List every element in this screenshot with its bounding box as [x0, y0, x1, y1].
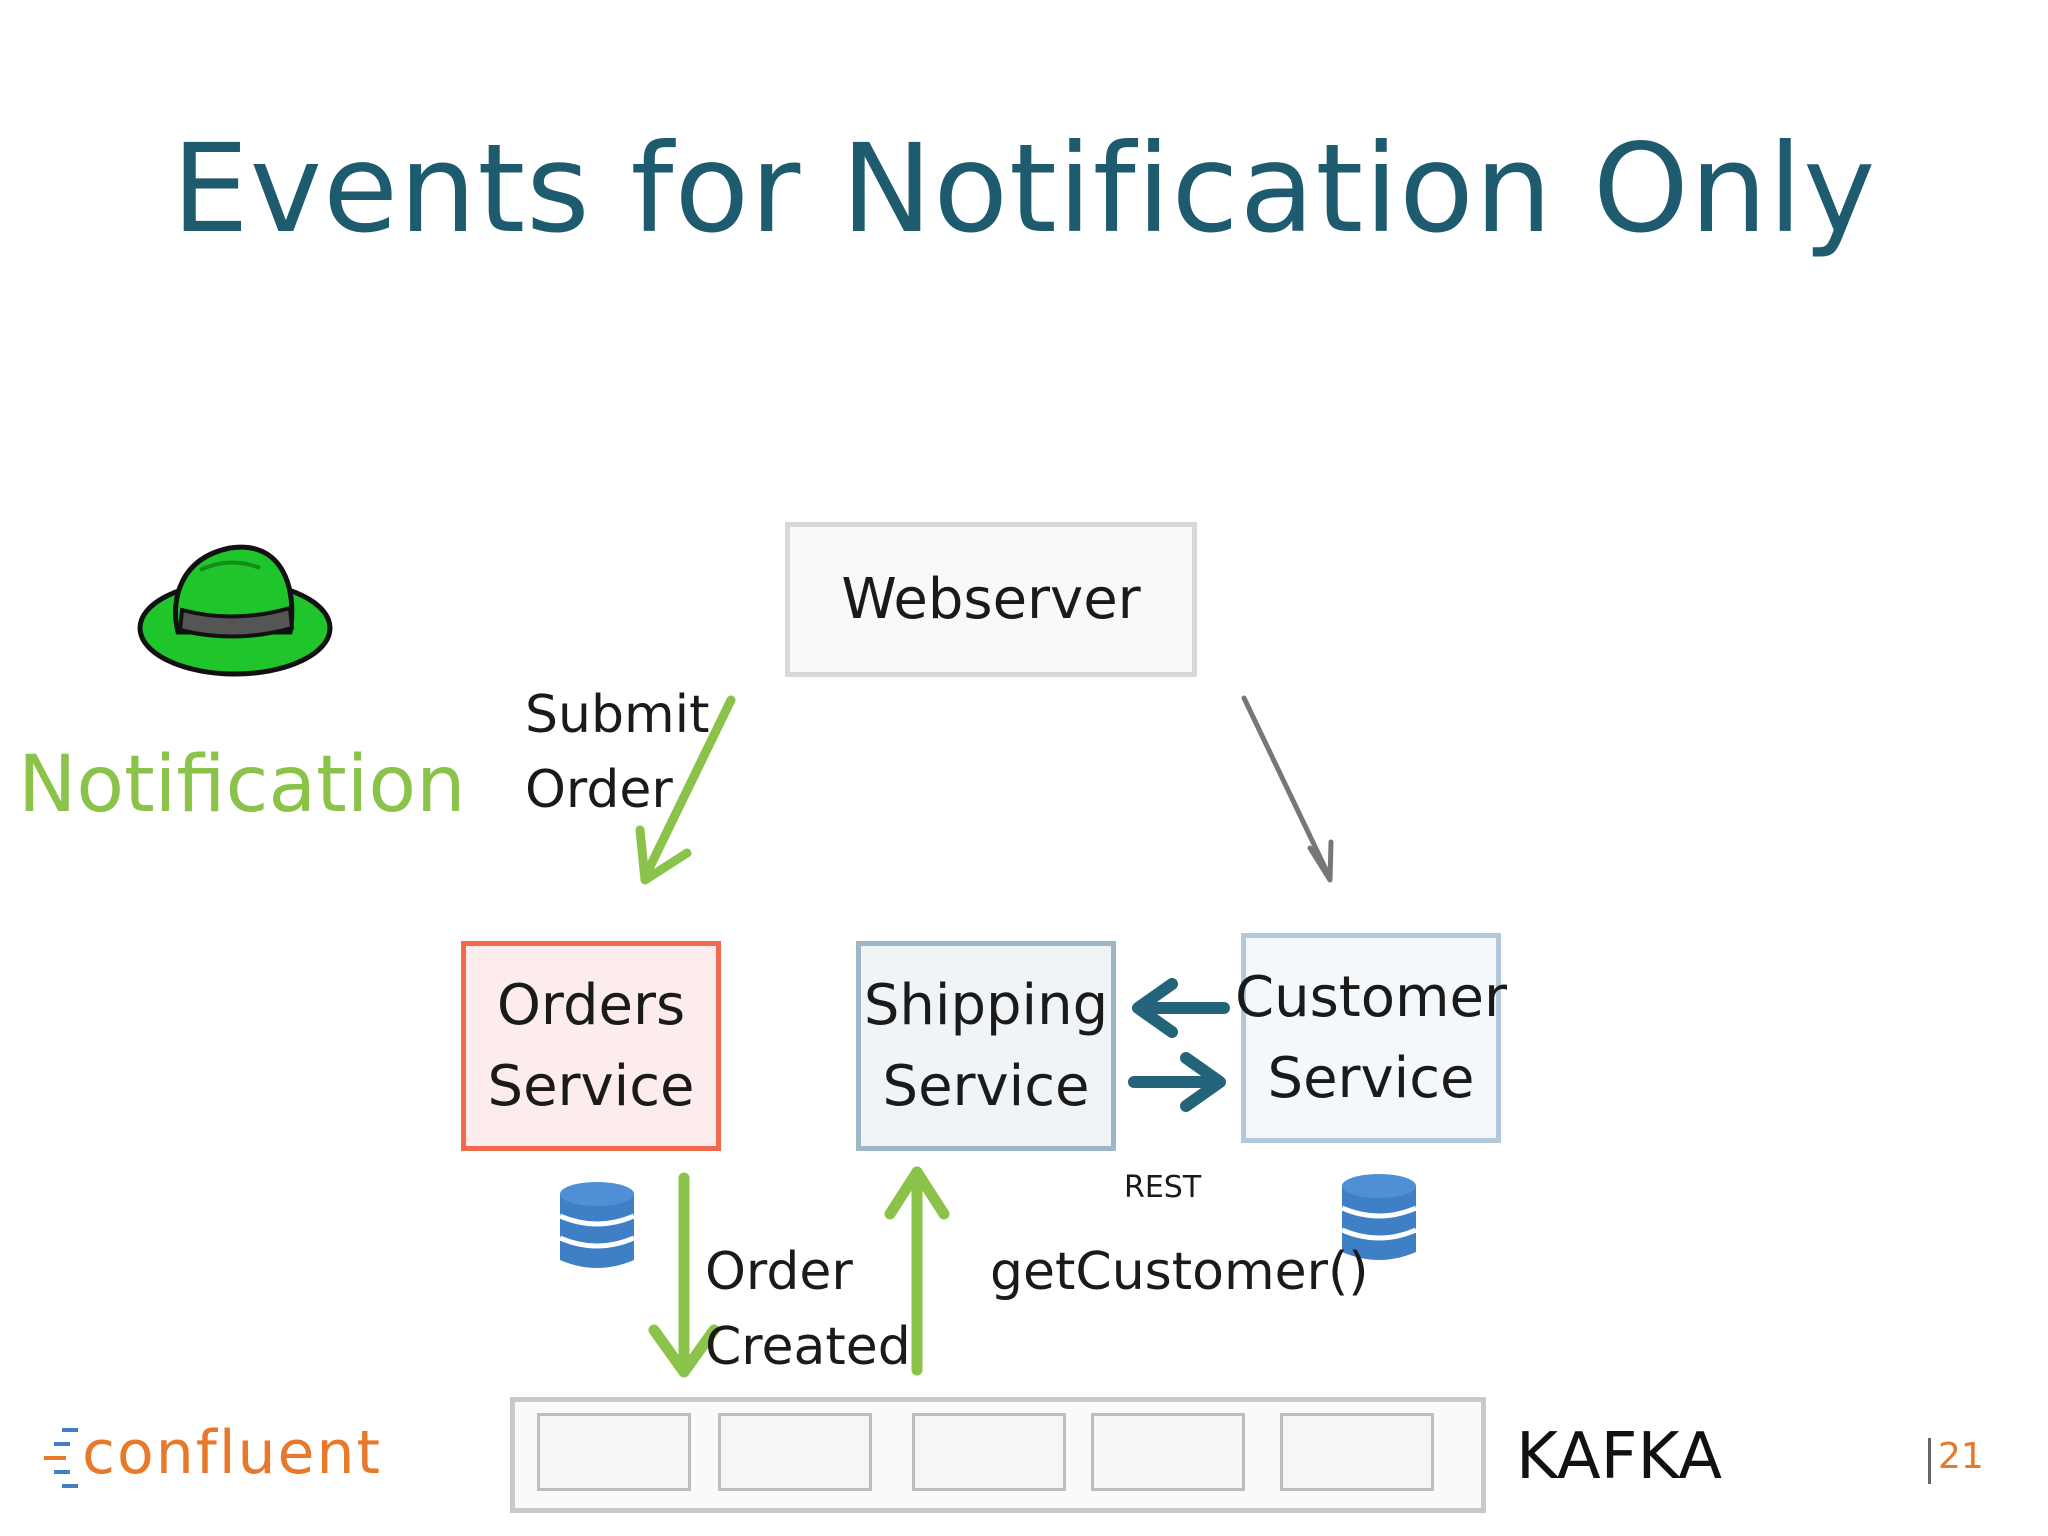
customer-service-label-line2: Service [1267, 1046, 1475, 1111]
shipping-service-label-line2: Service [882, 1054, 1090, 1119]
webserver-label: Webserver [841, 566, 1141, 632]
orders-service-box: Orders Service [461, 941, 721, 1151]
orders-database-icon [559, 1182, 635, 1268]
webserver-to-customer-arrow [1241, 695, 1334, 883]
customer-service-box: Customer Service [1235, 933, 1507, 1143]
orders-service-label-line2: Service [487, 1054, 695, 1119]
rest-request-arrow [1132, 978, 1230, 1038]
customer-service-label-line1: Customer [1235, 964, 1508, 1030]
green-fedora-icon [137, 544, 333, 677]
order-created-label: Order Created [705, 1235, 911, 1386]
page-number: 21 [1938, 1436, 1984, 1477]
orders-service-label-line1: Orders [496, 972, 686, 1038]
shipping-service-label-line1: Shipping [863, 972, 1109, 1038]
rest-response-arrow [1128, 1052, 1226, 1112]
kafka-partition [1280, 1413, 1434, 1491]
submit-order-label-line1: Submit [525, 685, 710, 745]
rest-label: REST [1124, 1170, 1202, 1205]
kafka-partition [1091, 1413, 1245, 1491]
order-created-arrow [648, 1172, 720, 1378]
submit-order-arrow [635, 695, 736, 885]
customer-database-icon [1341, 1174, 1417, 1260]
get-customer-label: getCustomer() [990, 1242, 1369, 1302]
page-divider [1928, 1438, 1931, 1484]
confluent-logo-icon [44, 1428, 78, 1488]
confluent-wordmark: confluent [82, 1418, 383, 1488]
slide-title: Events for Notification Only [171, 118, 1877, 260]
notification-label: Notification [18, 740, 466, 830]
submit-order-label: Submit Order [525, 678, 709, 829]
kafka-label: KAFKA [1516, 1420, 1723, 1494]
order-created-label-line1: Order [705, 1242, 853, 1302]
kafka-partition [537, 1413, 691, 1491]
submit-order-label-line2: Order [525, 760, 673, 821]
shipping-service-box: Shipping Service [856, 941, 1116, 1151]
kafka-to-shipping-arrow [884, 1166, 950, 1376]
kafka-partition [718, 1413, 872, 1491]
webserver-box: Webserver [785, 522, 1197, 677]
order-created-label-line2: Created [705, 1317, 911, 1378]
kafka-partition [912, 1413, 1066, 1491]
